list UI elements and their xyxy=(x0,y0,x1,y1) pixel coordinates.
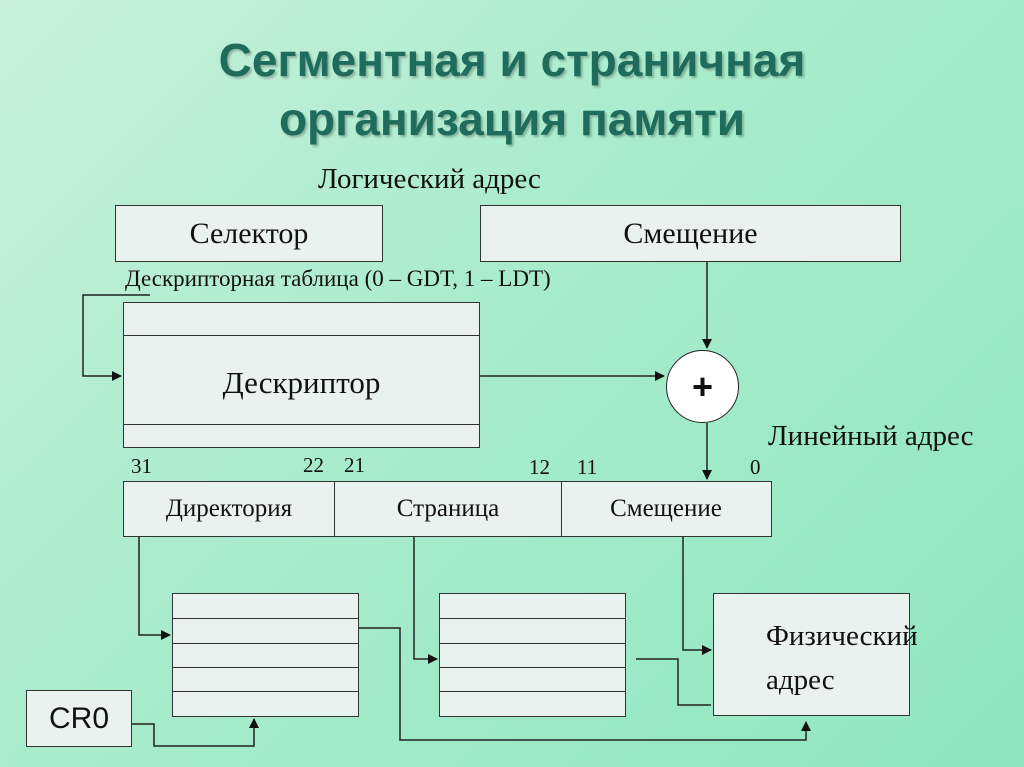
offset-to-physical-arrow xyxy=(682,537,712,655)
bit-31: 31 xyxy=(131,454,152,478)
page-table xyxy=(439,593,626,717)
page-table-row xyxy=(440,644,625,668)
directory-field: Директория xyxy=(124,482,335,536)
title-line-2: организация памяти xyxy=(278,93,746,145)
page-table-to-physical-arrow xyxy=(636,658,711,706)
page-table-row xyxy=(440,668,625,692)
selector-to-descriptor-arrow xyxy=(82,294,150,381)
page-label: Страница xyxy=(396,495,500,522)
bit-11: 11 xyxy=(577,455,598,479)
adder-plus: + xyxy=(691,365,714,407)
adder-circle: + xyxy=(666,350,739,423)
logical-offset-box: Смещение xyxy=(480,205,901,262)
logical-offset-label: Смещение xyxy=(623,216,758,250)
bit-21: 21 xyxy=(344,453,365,477)
physical-address-line-1: Физический xyxy=(766,620,918,652)
cr0-label: CR0 xyxy=(48,701,109,735)
page-directory-row xyxy=(173,619,358,644)
bit-12: 12 xyxy=(529,455,550,479)
page-directory-row xyxy=(173,594,358,619)
linear-address-label: Линейный адрес xyxy=(768,420,974,452)
logical-address-label: Логический адрес xyxy=(318,163,541,195)
title-line-1: Сегментная и страничная xyxy=(218,34,806,86)
selector-label: Селектор xyxy=(189,216,309,250)
page-table-row xyxy=(440,619,625,644)
page-directory-table xyxy=(172,593,359,717)
page-directory-row xyxy=(173,668,358,692)
page-to-page-table-arrow xyxy=(413,537,438,664)
descriptor-label: Дескриптор xyxy=(222,365,381,400)
descriptor-table-row-top xyxy=(124,303,479,336)
linear-address-row: Директория Страница Смещение xyxy=(123,481,772,537)
cr0-register-box: CR0 xyxy=(26,690,132,747)
bit-0: 0 xyxy=(750,455,761,479)
directory-label: Директория xyxy=(165,495,293,522)
page-directory-row xyxy=(173,644,358,668)
physical-address-box: Физический адрес xyxy=(713,593,918,716)
physical-address-line-2: адрес xyxy=(766,664,835,696)
selector-box: Селектор xyxy=(115,205,383,262)
page-table-row xyxy=(440,594,625,619)
page-field: Страница xyxy=(335,482,562,536)
linear-offset-label: Смещение xyxy=(610,495,722,522)
descriptor-table-caption: Дескрипторная таблица (0 – GDT, 1 – LDT) xyxy=(125,266,551,291)
bit-22: 22 xyxy=(303,453,324,477)
descriptor-table: Дескриптор xyxy=(123,302,480,448)
directory-to-page-directory-arrow xyxy=(138,537,171,640)
page-directory-to-page-table-arrow xyxy=(359,627,811,741)
descriptor-row: Дескриптор xyxy=(124,336,479,425)
linear-offset-field: Смещение xyxy=(562,482,770,536)
cr0-to-page-directory-arrow xyxy=(132,718,259,747)
